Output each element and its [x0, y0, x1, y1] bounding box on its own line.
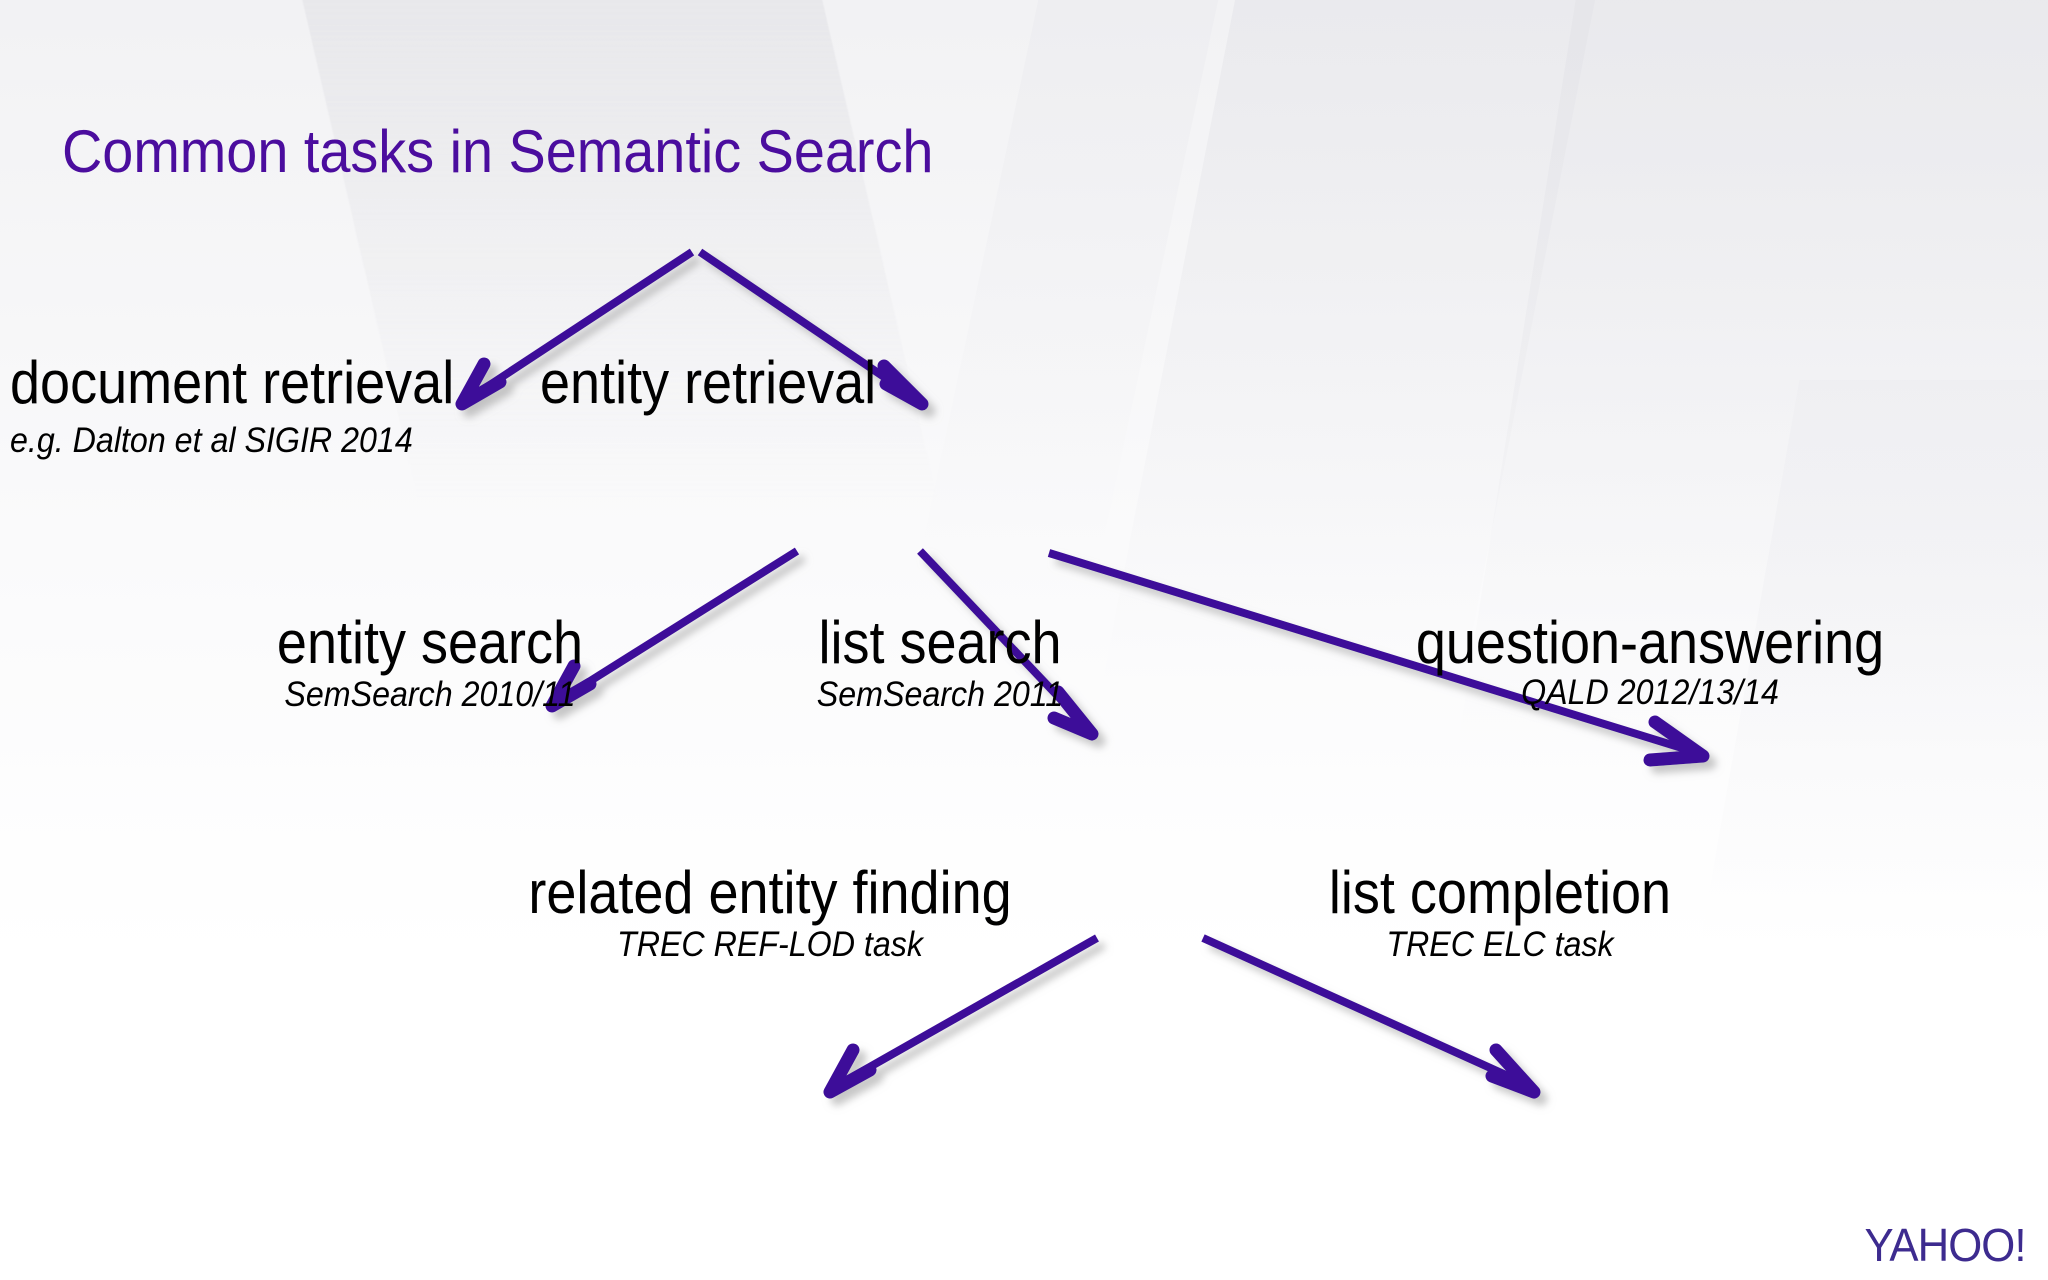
node-caption: SemSearch 2010/11 — [284, 675, 576, 715]
node-entity-search[interactable]: entity search SemSearch 2010/11 — [150, 612, 710, 714]
node-caption: e.g. Dalton et al SIGIR 2014 — [10, 421, 413, 461]
node-document-retrieval[interactable]: document retrieval e.g. Dalton et al SIG… — [10, 352, 570, 460]
node-related-entity-finding[interactable]: related entity finding TREC REF-LOD task — [420, 862, 1120, 964]
node-entity-retrieval[interactable]: entity retrieval — [540, 352, 1040, 413]
node-label: entity retrieval — [540, 349, 877, 416]
node-caption: SemSearch 2011 — [816, 675, 1064, 715]
page-title: Common tasks in Semantic Search — [62, 118, 934, 185]
yahoo-logo: YAHOO! — [1864, 1219, 2027, 1271]
node-label: list search — [818, 609, 1062, 676]
node-caption: TREC REF-LOD task — [617, 925, 923, 965]
node-label: list completion — [1328, 859, 1672, 926]
node-label: related entity finding — [528, 859, 1012, 926]
node-list-completion[interactable]: list completion TREC ELC task — [1190, 862, 1810, 964]
node-caption: QALD 2012/13/14 — [1521, 673, 1779, 713]
node-label: question-answering — [1415, 609, 1885, 676]
node-list-search[interactable]: list search SemSearch 2011 — [660, 612, 1220, 714]
node-question-answering[interactable]: question-answering QALD 2012/13/14 — [1300, 612, 2000, 712]
node-label: entity search — [276, 609, 584, 676]
node-caption: TREC ELC task — [1386, 925, 1614, 965]
node-label: document retrieval — [10, 349, 455, 416]
